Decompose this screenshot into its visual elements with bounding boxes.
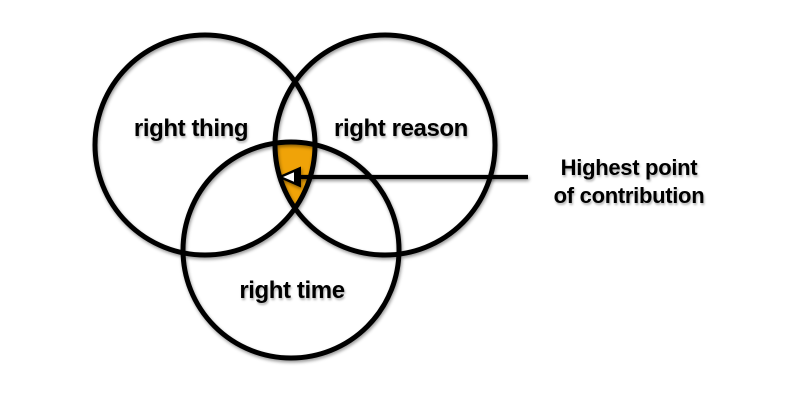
label-right-reason: right reason [334,115,468,142]
annotation-line-1: Highest point [561,155,699,180]
annotation-line-2: of contribution [554,183,705,208]
annotation-arrow [277,166,528,188]
circle-right-time [180,139,402,361]
circle-outlines [92,32,498,361]
label-right-thing: right thing [134,115,248,142]
annotation-text: Highest point of contribution [554,155,705,208]
circle-labels: right thing right reason right time [134,115,468,304]
arrow-head-notch [283,172,294,182]
label-right-time: right time [239,277,344,304]
